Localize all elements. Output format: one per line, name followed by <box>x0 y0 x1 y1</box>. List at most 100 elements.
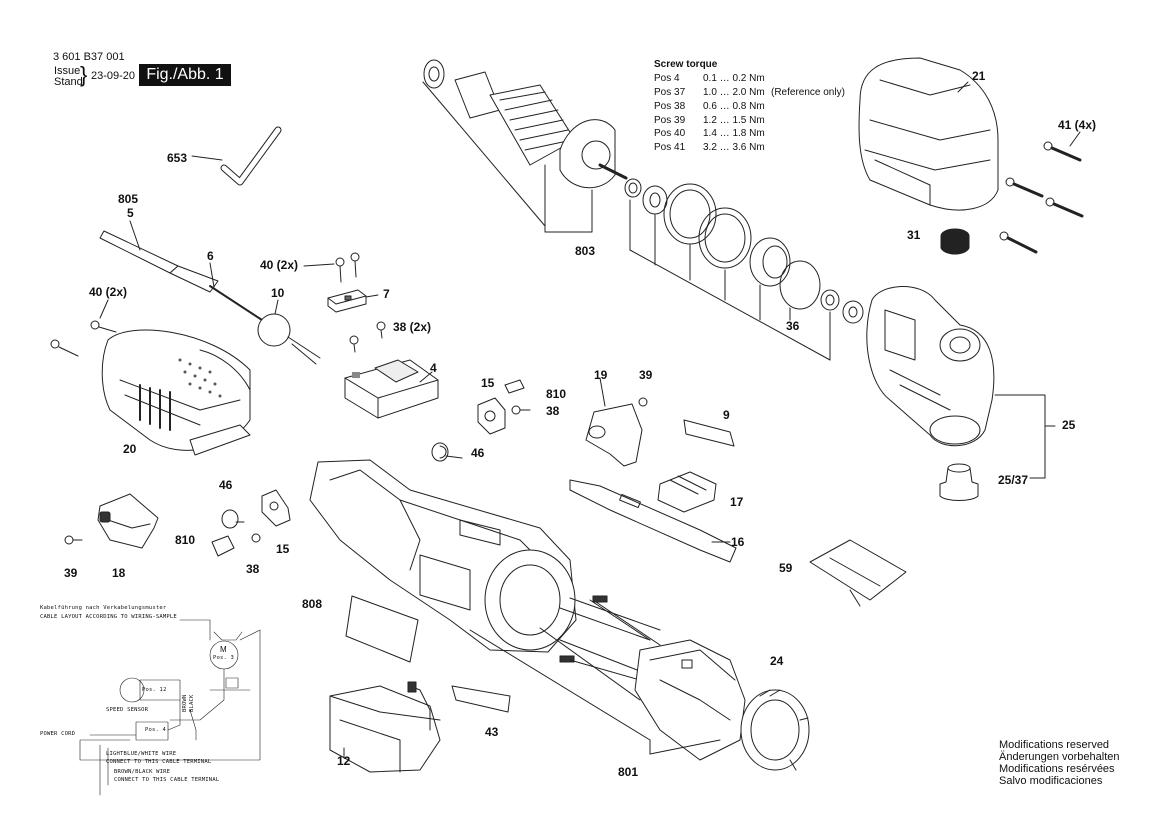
brace-icon: } <box>80 62 88 87</box>
handle-cover-icon <box>97 493 159 549</box>
rubber-cap-icon <box>940 228 970 255</box>
carbon-brush-icon <box>211 535 235 557</box>
document-number: 3 601 B37 001 <box>53 51 125 63</box>
motor-symbol: M <box>220 645 227 654</box>
black-label: BLACK <box>189 694 195 712</box>
part-label: 40 (2x) <box>260 258 299 272</box>
wire-harness-icon <box>539 595 661 701</box>
part-label: 15 <box>481 376 495 390</box>
note-en: Modifications reserved <box>999 739 1110 751</box>
part-label: 20 <box>123 442 137 456</box>
part-label: 17 <box>730 495 744 509</box>
torque-title: Screw torque <box>654 59 718 70</box>
switch-icon <box>477 397 506 435</box>
speed-sensor-label: SPEED SENSOR <box>106 707 149 713</box>
part-label: 808 <box>302 597 323 611</box>
part-label: 10 <box>271 286 285 300</box>
bearing-icon <box>820 289 840 311</box>
note-es: Salvo modificaciones <box>999 775 1103 787</box>
washer-icon <box>698 207 752 269</box>
screw-icon <box>1043 141 1082 162</box>
screw-icon <box>511 405 531 415</box>
part-label: 38 (2x) <box>393 320 432 334</box>
part-label: 6 <box>207 249 214 263</box>
screw-icon <box>90 320 117 333</box>
screw-icon <box>1005 177 1044 198</box>
note-fr: Modifications resérvées <box>999 763 1115 775</box>
part-label: 15 <box>276 542 290 556</box>
figure-badge: Fig./Abb. 1 <box>139 64 231 86</box>
part-label: 4 <box>430 361 437 375</box>
electronics-module-icon <box>344 359 439 419</box>
washer-icon <box>663 183 717 245</box>
pos12-label: Pos. 12 <box>142 687 167 693</box>
part-label: 9 <box>723 408 730 422</box>
brown-black-terminal-label: CONNECT TO THIS CABLE TERMINAL <box>114 777 220 783</box>
label-icon <box>345 595 419 663</box>
brown-black-wire-label: BROWN/BLACK WIRE <box>114 769 171 775</box>
part-label: 39 <box>639 368 653 382</box>
end-cap-icon <box>740 689 810 771</box>
part-label: 5 <box>127 206 134 220</box>
motor-housing-icon <box>309 459 577 653</box>
part-label: 25/37 <box>998 473 1029 487</box>
screw-icon <box>335 257 345 283</box>
bearing-icon <box>842 300 864 324</box>
bearing-icon <box>624 178 642 198</box>
carbon-brush-icon <box>504 379 525 394</box>
wiring-title-en: CABLE LAYOUT ACCORDING TO WIRING-SAMPLE <box>40 614 177 620</box>
part-label: 810 <box>175 533 196 547</box>
brown-label: BROWN <box>182 694 188 712</box>
clamp-block-icon <box>327 289 379 313</box>
part-label: 12 <box>337 754 351 768</box>
part-label: 803 <box>575 244 596 258</box>
vent-dots <box>178 358 222 398</box>
part-label: 805 <box>118 192 139 206</box>
pos4-label: Pos. 4 <box>145 727 167 733</box>
part-label: 40 (2x) <box>89 285 128 299</box>
issue-label: Issue <box>54 65 81 77</box>
part-label: 38 <box>546 404 560 418</box>
blue-white-wire-label: LIGHTBLUE/WHITE WIRE <box>106 751 177 757</box>
part-label: 810 <box>546 387 567 401</box>
slider-button-icon <box>657 471 717 513</box>
gear-head-icon <box>866 286 995 447</box>
screw-icon <box>1045 197 1084 218</box>
wiring-title-de: Kabelführung nach Verkabelungsmuster <box>40 605 167 611</box>
motor-pos: Pos. 3 <box>213 655 235 661</box>
blue-white-terminal-label: CONNECT TO THIS CABLE TERMINAL <box>106 759 212 765</box>
o-ring-icon <box>779 260 821 310</box>
hex-key-icon <box>191 126 282 186</box>
spring-icon <box>221 509 245 529</box>
part-label: 25 <box>1062 418 1076 432</box>
issue-date: 23-09-20 <box>91 70 136 82</box>
part-label: 39 <box>64 566 78 580</box>
part-label: 46 <box>471 446 485 460</box>
part-label: 59 <box>779 561 793 575</box>
part-label: 38 <box>246 562 260 576</box>
note-de: Änderungen vorbehalten <box>999 751 1120 763</box>
screw-icon <box>350 252 360 278</box>
spring-icon <box>431 442 463 462</box>
label-icon <box>451 685 511 713</box>
screw-icon <box>999 231 1038 254</box>
screw-icon <box>376 321 386 339</box>
armature-icon <box>423 59 628 189</box>
clamp-knob-icon <box>939 463 979 501</box>
part-label: 46 <box>219 478 233 492</box>
rear-housing-icon <box>634 639 746 761</box>
power-cord-label: POWER CORD <box>40 731 76 737</box>
screw-icon <box>64 535 83 545</box>
part-label: 31 <box>907 228 921 242</box>
part-label: 21 <box>972 69 986 83</box>
screw-icon <box>251 533 261 543</box>
label-icon <box>683 419 735 447</box>
part-label: 36 <box>786 319 800 333</box>
switch-bar-icon <box>569 479 737 563</box>
part-label: 43 <box>485 725 499 739</box>
part-label: 24 <box>770 654 784 668</box>
shaft-icon <box>99 220 321 365</box>
switch-icon <box>261 489 291 527</box>
gear-cover-icon <box>858 57 999 211</box>
